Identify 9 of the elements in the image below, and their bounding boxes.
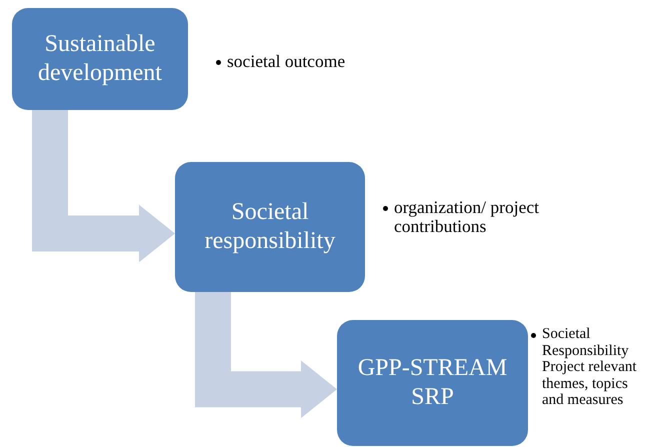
bullet-text: organization/ project contributions <box>394 197 539 236</box>
rounded-box <box>12 8 188 110</box>
bullet-text: Societal Responsibility Project relevant themes, topics and measures <box>542 326 637 408</box>
bullet-text: societal outcome <box>227 51 346 71</box>
rounded-box <box>337 320 528 446</box>
box-label: GPP-STREAM SRP <box>356 354 508 412</box>
box-label: Societal responsibility <box>204 198 336 256</box>
rounded-box <box>175 162 365 292</box>
box-label: Sustainable development <box>37 30 163 88</box>
